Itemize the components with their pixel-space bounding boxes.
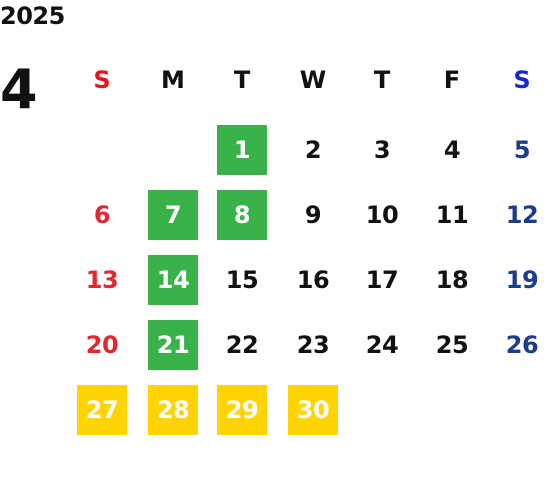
date-cell-15[interactable]: 15 [225, 266, 259, 294]
date-cell-16[interactable]: 16 [296, 266, 330, 294]
date-cell-27[interactable]: 27 [77, 385, 127, 435]
date-cell-2[interactable]: 2 [304, 136, 322, 164]
year-label: 2025 [0, 2, 65, 30]
date-cell-13[interactable]: 13 [85, 266, 119, 294]
date-cell-12[interactable]: 12 [505, 201, 539, 229]
weekday-header-thu: T [373, 66, 391, 94]
date-cell-19[interactable]: 19 [505, 266, 539, 294]
date-cell-20[interactable]: 20 [85, 331, 119, 359]
date-cell-29[interactable]: 29 [217, 385, 267, 435]
date-cell-11[interactable]: 11 [435, 201, 469, 229]
date-cell-5[interactable]: 5 [513, 136, 531, 164]
date-cell-22[interactable]: 22 [225, 331, 259, 359]
month-number: 4 [0, 58, 38, 121]
date-cell-3[interactable]: 3 [373, 136, 391, 164]
date-cell-4[interactable]: 4 [443, 136, 461, 164]
date-cell-8[interactable]: 8 [217, 190, 267, 240]
date-cell-6[interactable]: 6 [93, 201, 111, 229]
date-cell-7[interactable]: 7 [148, 190, 198, 240]
date-cell-23[interactable]: 23 [296, 331, 330, 359]
date-cell-18[interactable]: 18 [435, 266, 469, 294]
date-cell-10[interactable]: 10 [365, 201, 399, 229]
weekday-header-sat: S [513, 66, 531, 94]
weekday-header-wed: W [299, 66, 327, 94]
date-cell-30[interactable]: 30 [288, 385, 338, 435]
date-cell-17[interactable]: 17 [365, 266, 399, 294]
date-cell-9[interactable]: 9 [304, 201, 322, 229]
weekday-header-tue: T [233, 66, 251, 94]
weekday-header-mon: M [161, 66, 185, 94]
weekday-header-sun: S [93, 66, 111, 94]
date-cell-24[interactable]: 24 [365, 331, 399, 359]
date-cell-28[interactable]: 28 [148, 385, 198, 435]
date-cell-25[interactable]: 25 [435, 331, 469, 359]
weekday-header-fri: F [443, 66, 461, 94]
date-cell-14[interactable]: 14 [148, 255, 198, 305]
date-cell-1[interactable]: 1 [217, 125, 267, 175]
date-cell-21[interactable]: 21 [148, 320, 198, 370]
date-cell-26[interactable]: 26 [505, 331, 539, 359]
